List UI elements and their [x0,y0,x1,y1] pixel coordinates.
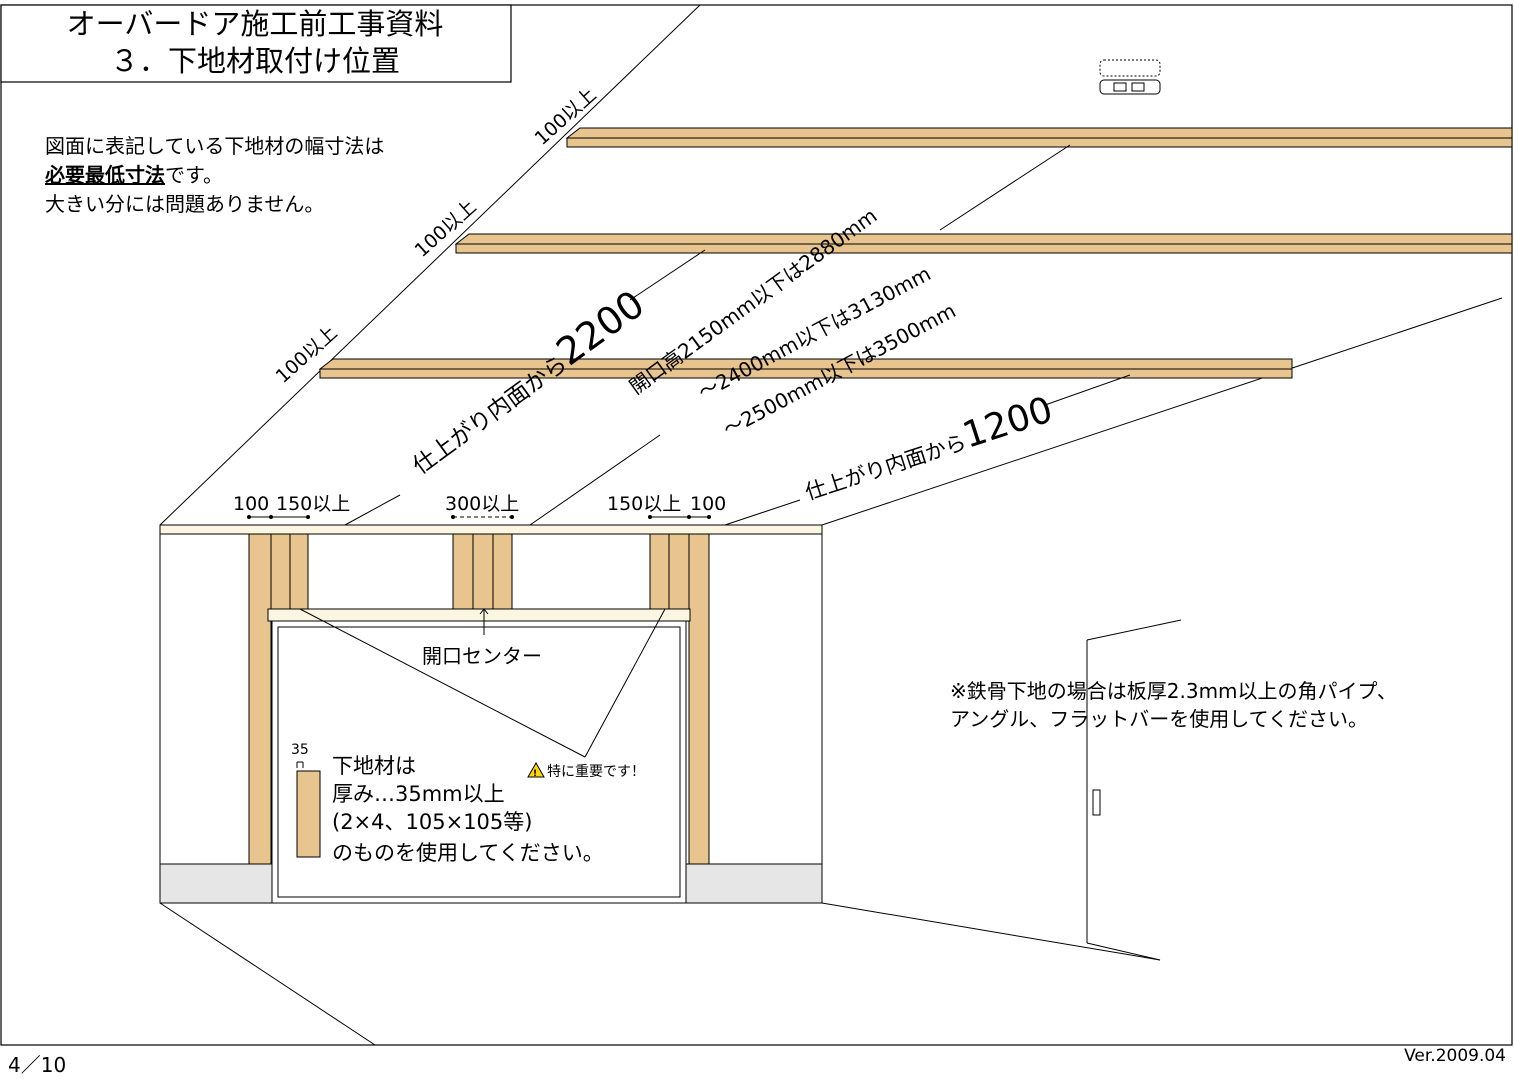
door [1086,619,1182,961]
important-label: 特に重要です！ [547,764,645,780]
perspective-line-right-bottom [821,902,1161,961]
studs-center [452,533,513,610]
dim-left-150: 150以上 [276,493,350,515]
version-label: Ver.2009.04 [1404,1046,1506,1066]
material-sample [296,770,321,858]
beam-middle [454,233,1513,254]
note-line2-rest: です。 [165,163,223,187]
note-line1: 図面に表記している下地材の幅寸法は [45,134,384,158]
ceiling-fixture-icon [1099,59,1161,95]
perspective-line-left-bottom [159,902,376,1046]
page-number: 4／10 [8,1053,67,1077]
svg-text:!: ! [533,769,537,779]
opening-center-label: 開口センター [422,644,542,668]
dim-right-100: 100 [690,493,726,515]
dimension-marks [247,515,711,519]
baseboard-left [159,863,273,904]
material-line2: 厚み…35mm以上 [332,782,505,806]
opening [271,620,687,904]
beam-top [565,127,1513,148]
dim-left-100: 100 [233,493,269,515]
perspective-line-left-top [159,4,701,526]
steel-note-line1: ※鉄骨下地の場合は板厚2.3mm以上の角パイプ、 [950,679,1397,703]
header-top [159,524,823,535]
page-border [0,4,1513,1046]
steel-note-line2: アングル、フラットバーを使用してください。 [950,707,1368,731]
perspective-line-right-top [821,297,1503,526]
lintel [267,608,691,622]
note-line3: 大きい分には問題ありません。 [45,192,324,216]
note-required-min: 必要最低寸法 [44,163,165,187]
studs-left [248,533,309,865]
title-line2: ３．下地材取付け位置 [110,44,400,78]
thickness-label: 35 [291,742,309,758]
title-box [0,4,512,83]
baseboard-right [685,863,823,904]
dim-right-150: 150以上 [607,493,681,515]
from-inner-1200-prefix: 仕上がり内面から [802,430,969,505]
material-line4: のものを使用してください。 [332,841,604,865]
studs-right [649,533,710,865]
material-line3: (2×4、105×105等) [332,810,532,834]
beam-bottom [318,358,1293,379]
warning-icon: ! [527,761,545,779]
material-line1: 下地材は [332,754,416,778]
svg-text:仕上がり内面から1200: 仕上がり内面から1200 [798,389,1058,508]
dim-center-300: 300以上 [445,493,519,515]
from-inner-1200-value: 1200 [958,389,1058,456]
svg-text:仕上がり内面から2200: 仕上がり内面から2200 [399,282,652,483]
svg-text:必要最低寸法です。: 必要最低寸法です。 [44,163,223,187]
title-line1: オーバードア施工前工事資料 [67,7,444,41]
